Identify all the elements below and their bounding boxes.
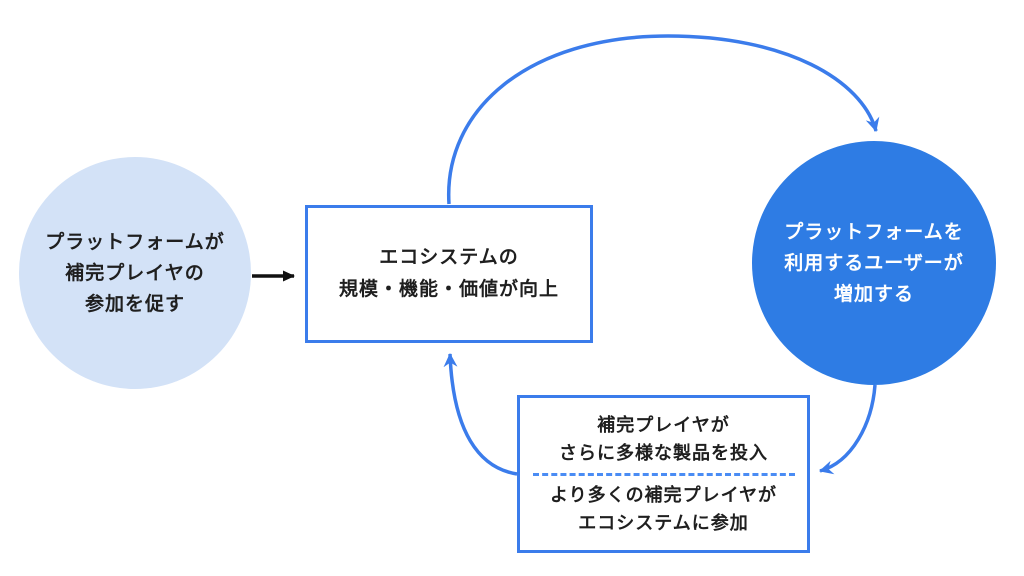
node-text-line: 規模・機能・価値が向上 xyxy=(338,279,559,300)
edge-bottom-to-center-arrow xyxy=(443,353,518,476)
node-text-line: 利用するユーザーが xyxy=(784,252,964,274)
node-complementors-add-products: 補完プレイヤが さらに多様な製品を投入 より多くの補完プレイヤが エコシステムに… xyxy=(517,395,810,553)
node-text-line: プラットフォームを xyxy=(784,221,964,243)
node-text-line: 補完プレイヤの xyxy=(65,262,205,284)
dashed-divider xyxy=(532,472,795,476)
node-text-line: エコシステムの xyxy=(379,247,519,268)
edge-right-to-bottom-arrow xyxy=(819,384,877,475)
node-platform-invites-players: プラットフォームが 補完プレイヤの 参加を促す xyxy=(19,157,251,389)
node-text-line: プラットフォームが xyxy=(45,231,225,253)
node-platform-users-increase: プラットフォームを 利用するユーザーが 増加する xyxy=(752,141,996,385)
node-text-line: 補完プレイヤが xyxy=(597,414,730,435)
node-text-line: 参加を促す xyxy=(84,293,185,315)
bottom-box-lower-section: より多くの補完プレイヤが エコシステムに参加 xyxy=(526,479,801,541)
node-text-line: 増加する xyxy=(833,283,914,305)
node-text-line: さらに多様な製品を投入 xyxy=(559,442,768,463)
node-ecosystem-value-improves: エコシステムの 規模・機能・価値が向上 xyxy=(305,205,593,343)
node-text-line: エコシステムに参加 xyxy=(578,513,749,534)
node-text-line: より多くの補完プレイヤが xyxy=(549,485,778,506)
bottom-box-upper-section: 補完プレイヤが さらに多様な製品を投入 xyxy=(526,408,801,470)
